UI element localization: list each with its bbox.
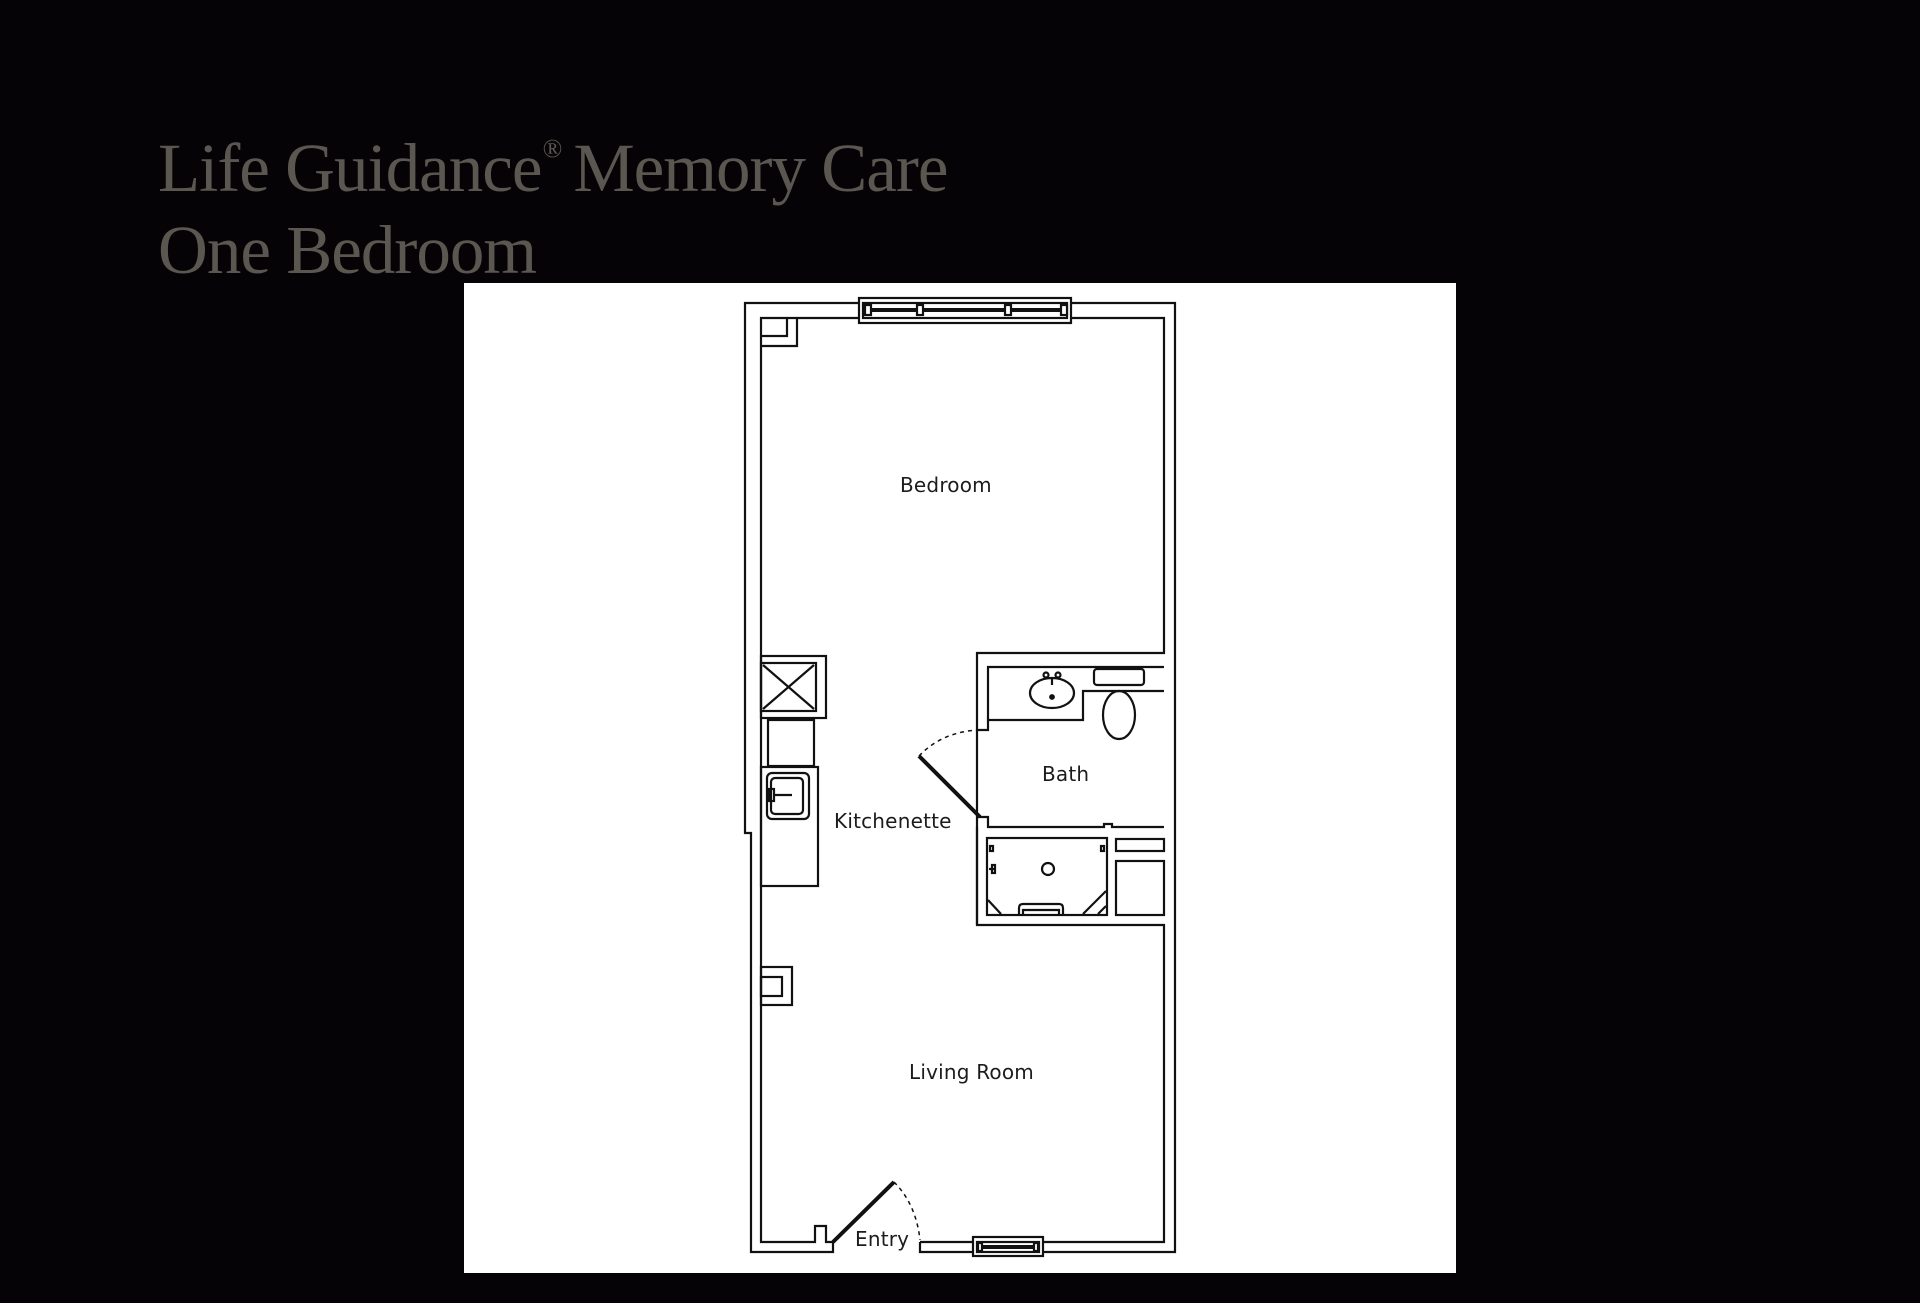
page-title: Life Guidance® Memory Care One Bedroom [158,108,948,291]
outer-walls [743,301,1177,1254]
title-line-1: Life Guidance® Memory Care [158,108,948,209]
wall-niche [759,965,794,1007]
toilet [1092,667,1146,741]
window-bottom [971,1235,1045,1258]
window-top [857,296,1073,325]
bath-walls [977,665,1164,829]
room-label-bath: Bath [1042,762,1090,786]
shower [975,827,1109,925]
registered-mark: ® [542,134,563,163]
bathroom-sink [1028,671,1076,710]
corner-closet [761,318,799,348]
kitchen-counter [759,765,820,888]
title-brand: Life Guidance [158,130,543,206]
floor-plan-drawing [743,296,1177,1258]
title-line-2: One Bedroom [158,212,537,288]
title-program: Memory Care [573,130,948,206]
linen-closet [1114,837,1166,917]
room-label-kitchenette: Kitchenette [834,809,952,833]
room-label-entry: Entry [855,1227,910,1251]
dishwasher [766,718,816,768]
bath-door [917,729,982,819]
floor-plan-card: Bedroom Bath Kitchenette Living Room Ent… [464,283,1456,1273]
room-label-living-room: Living Room [909,1060,1034,1084]
room-label-bedroom: Bedroom [900,473,992,497]
refrigerator [759,654,828,720]
entry-door [831,1180,921,1244]
